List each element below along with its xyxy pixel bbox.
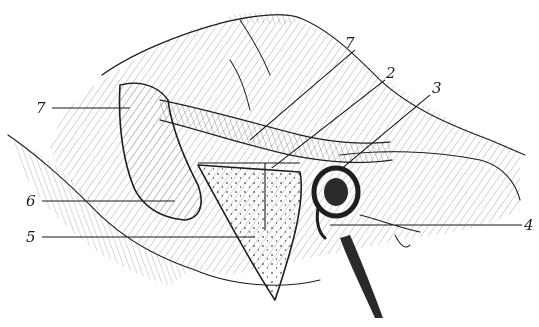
label-3: 3 (432, 79, 442, 97)
label-4: 4 (523, 216, 534, 234)
label-7-left: 7 (36, 99, 46, 117)
label-2: 2 (385, 64, 396, 82)
label-6: 6 (26, 192, 36, 210)
label-7-top: 7 (345, 34, 355, 52)
label-5: 5 (26, 228, 36, 246)
